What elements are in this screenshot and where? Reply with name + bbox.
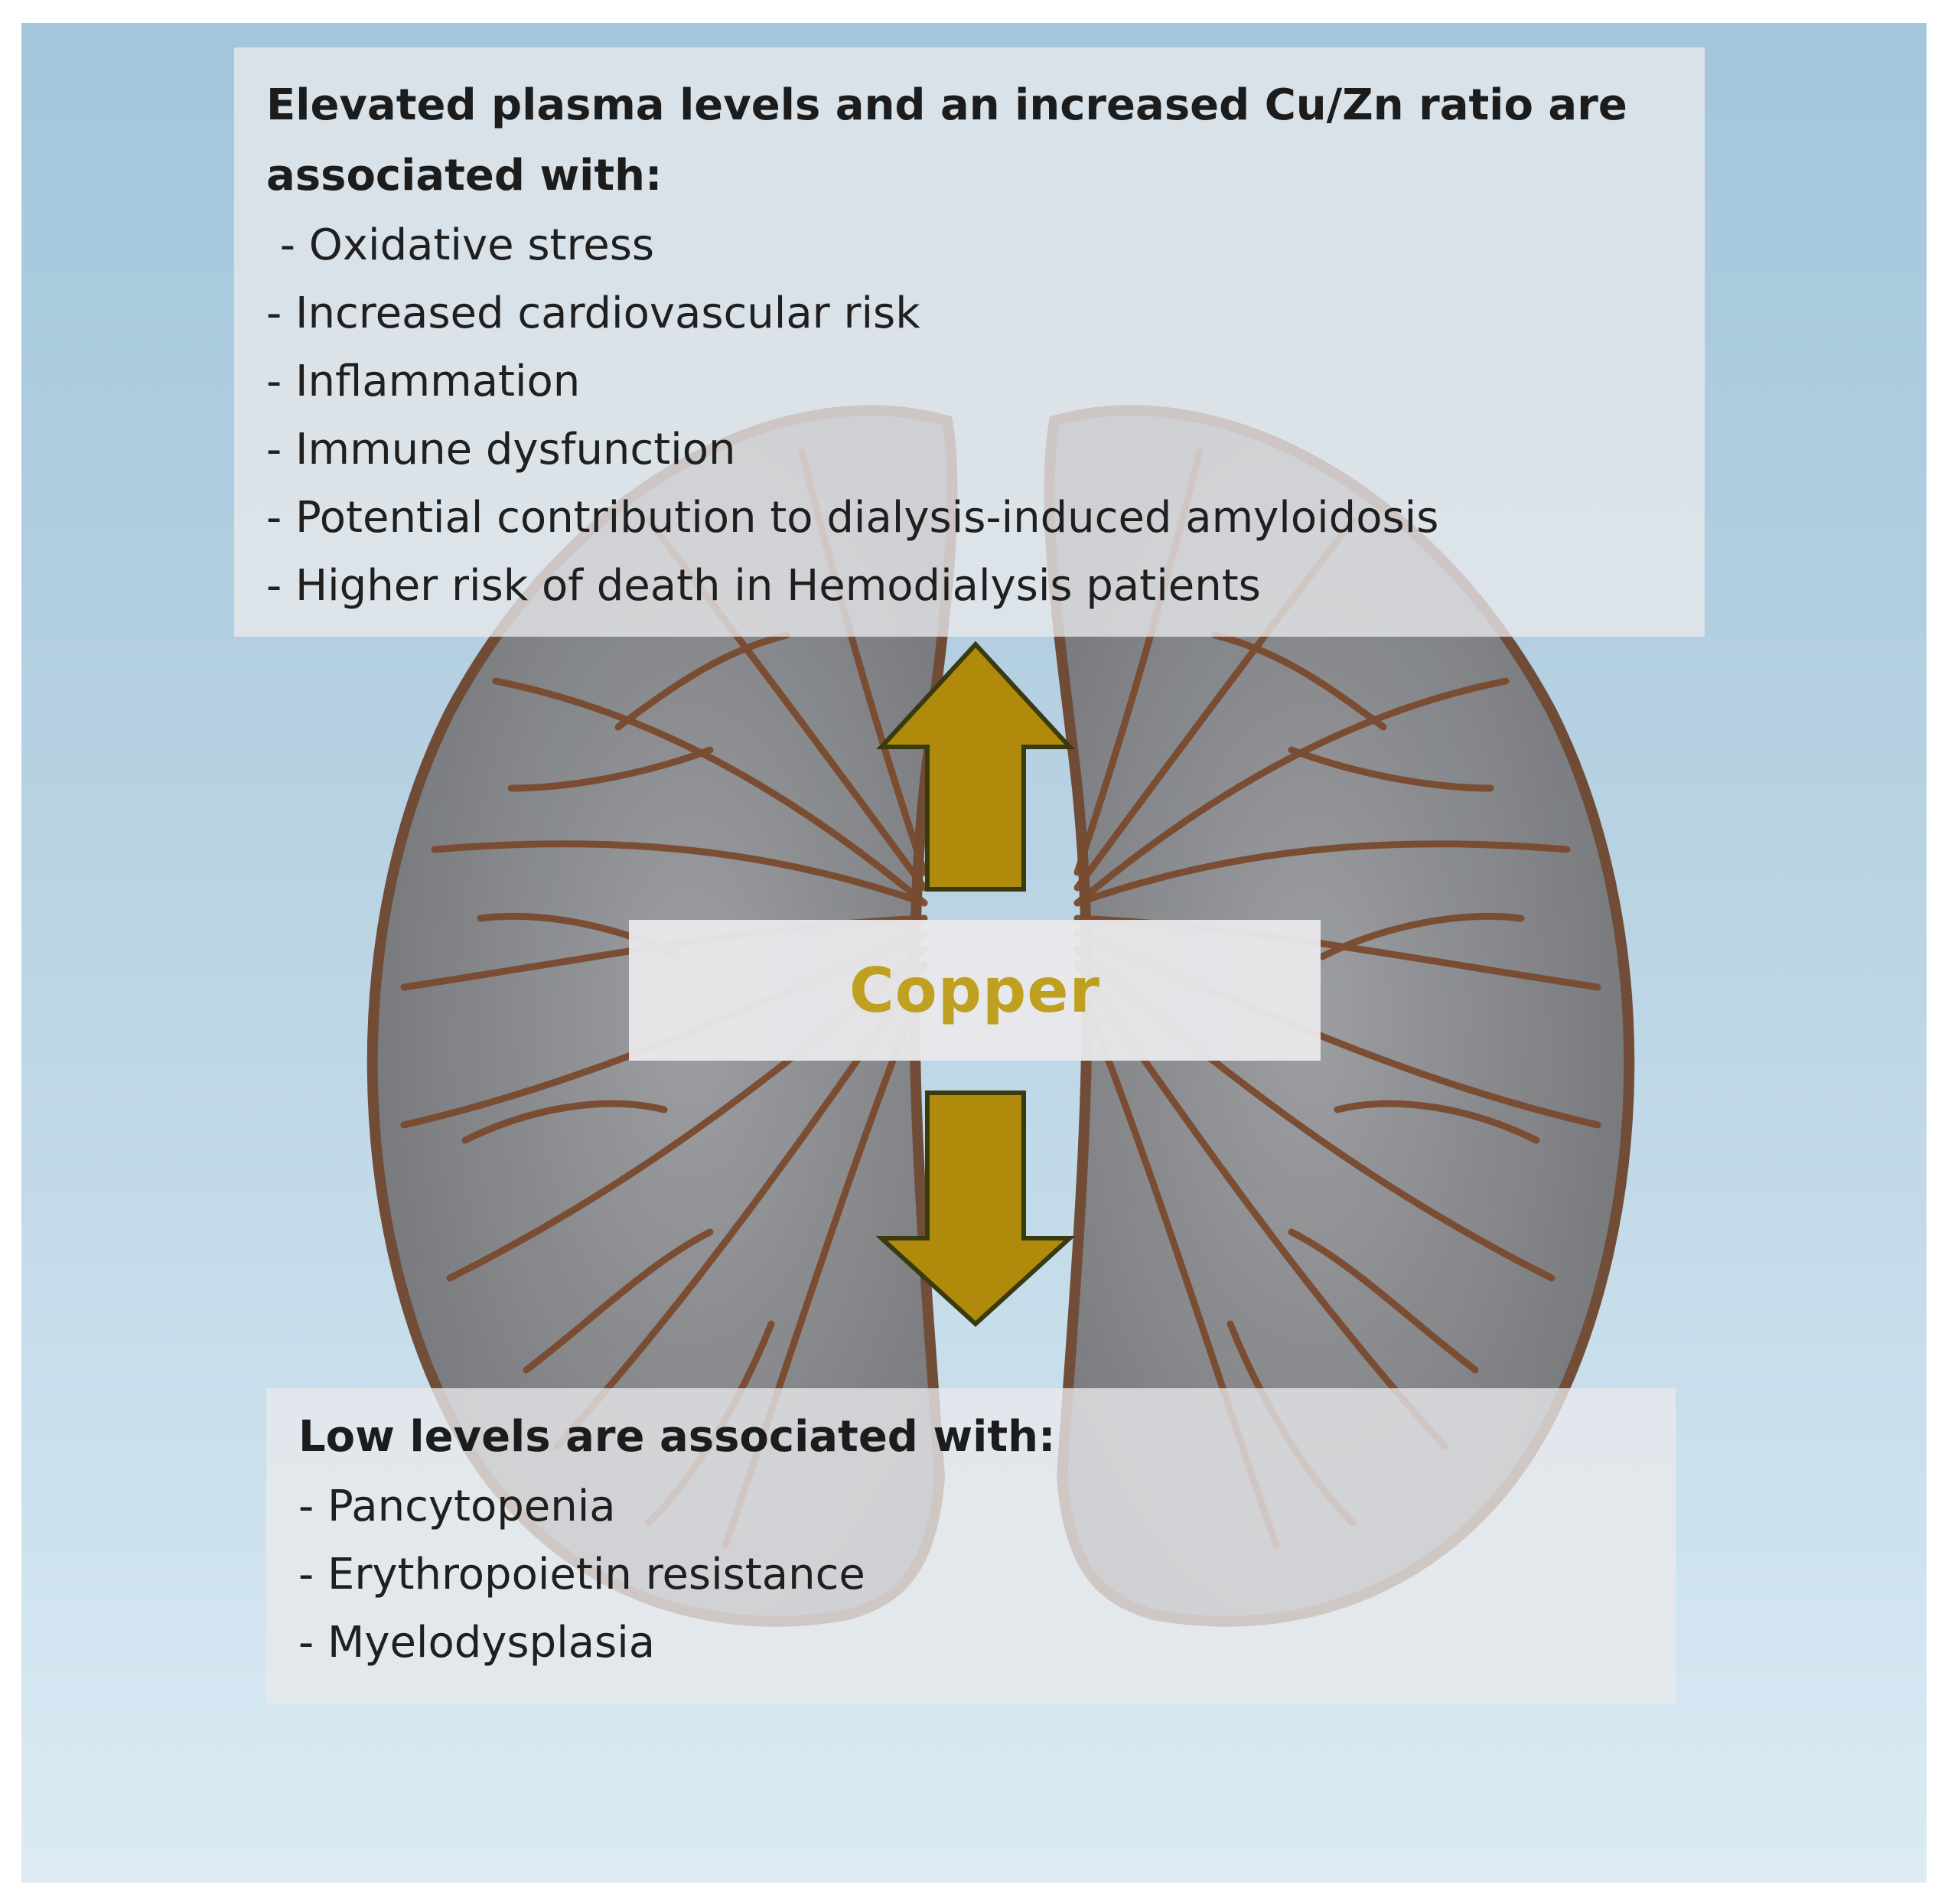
list-item: - Increased cardiovascular risk	[266, 289, 920, 338]
list-item: - Oxidative stress	[266, 220, 655, 270]
list-item: - Pancytopenia	[298, 1482, 616, 1531]
list-item: - Erythropoietin resistance	[298, 1550, 865, 1599]
list-item: - Inflammation	[266, 357, 581, 406]
arrow-down-icon	[875, 1091, 1076, 1328]
elevated-levels-box: Elevated plasma levels and an increased …	[234, 47, 1705, 637]
elevated-levels-heading: Elevated plasma levels and an increased …	[266, 80, 1627, 201]
list-item: - Immune dysfunction	[266, 425, 736, 474]
low-levels-heading: Low levels are associated with:	[298, 1412, 1056, 1462]
list-item: - Potential contribution to dialysis-ind…	[266, 493, 1439, 543]
low-levels-box: Low levels are associated with: - Pancyt…	[266, 1388, 1676, 1703]
list-item: - Higher risk of death in Hemodialysis p…	[266, 561, 1261, 611]
arrow-up-icon	[876, 641, 1075, 892]
copper-label-box: Copper	[629, 920, 1321, 1061]
diagram-frame: Elevated plasma levels and an increased …	[21, 23, 1927, 1883]
copper-label: Copper	[849, 954, 1100, 1026]
low-levels-list: - Pancytopenia - Erythropoietin resistan…	[298, 1472, 865, 1677]
elevated-levels-list: - Oxidative stress - Increased cardiovas…	[266, 211, 1438, 620]
list-item: - Myelodysplasia	[298, 1618, 656, 1668]
